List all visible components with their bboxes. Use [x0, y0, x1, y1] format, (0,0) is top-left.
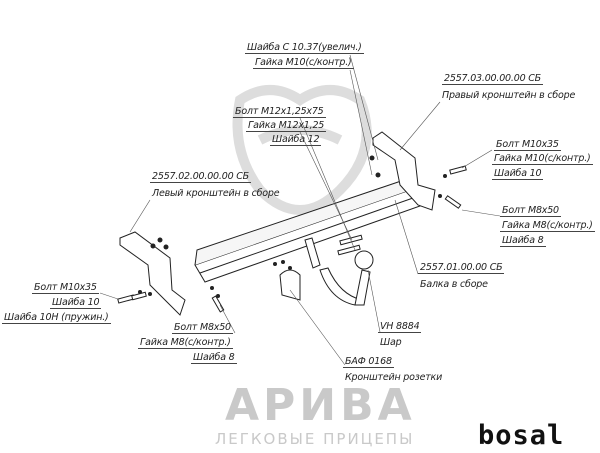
- nuts-and-washers: [138, 155, 447, 298]
- label-socket-code: БАФ 0168: [343, 356, 394, 368]
- watermark-emblem: [232, 85, 372, 215]
- label-nut-m12: Гайка М12х1,25: [246, 120, 327, 132]
- label-nut-m10-right: Гайка М10(с/контр.): [492, 153, 593, 165]
- label-left-bracket-code: 2557.02.00.00.00 СБ: [150, 171, 251, 183]
- label-beam-name: Балка в сборе: [420, 279, 488, 290]
- label-left-bracket-name: Левый кронштейн в сборе: [152, 188, 280, 199]
- label-right-bracket-code: 2557.03.00.00.00 СБ: [442, 73, 543, 85]
- label-bolt-m8-left: Болт М8х50: [172, 322, 233, 334]
- label-washer-10-right: Шайба 10: [492, 168, 544, 180]
- label-nut-m10-top: Гайка М10(с/контр.): [253, 57, 354, 69]
- label-bolt-m12: Болт М12х1,25х75: [233, 106, 326, 118]
- label-bolt-m10-left: Болт М10х35: [32, 282, 99, 294]
- label-socket-name: Кронштейн розетки: [345, 372, 443, 383]
- label-washer-10h-left: Шайба 10Н (пружин.): [2, 312, 111, 324]
- socket-bracket: [279, 269, 301, 301]
- ball-neck: [354, 269, 371, 306]
- label-nut-m8-right: Гайка М8(с/контр.): [500, 220, 595, 232]
- socket-bracket-plate: [304, 237, 321, 269]
- watermark-subtitle: ЛЕГКОВЫЕ ПРИЦЕПЫ: [215, 430, 415, 448]
- label-ball-name: Шар: [380, 337, 402, 348]
- watermark-brand: АРИВА: [225, 380, 416, 431]
- label-right-bracket-name: Правый кронштейн в сборе: [442, 90, 576, 101]
- tow-ball: [354, 250, 374, 270]
- label-nut-m8-left: Гайка М8(с/контр.): [138, 337, 233, 349]
- leader-lines: [99, 54, 501, 366]
- right-bracket: [372, 131, 436, 211]
- label-beam-code: 2557.01.00.00 СБ: [418, 262, 505, 274]
- label-bolt-m8-right: Болт М8х50: [500, 205, 561, 217]
- beam-edge: [199, 197, 414, 274]
- label-washer-10-left: Шайба 10: [50, 297, 102, 309]
- left-bracket: [119, 231, 186, 316]
- label-washer-8-right: Шайба 8: [500, 235, 546, 247]
- beam: [194, 189, 421, 283]
- bosal-logo: bosal: [478, 420, 565, 451]
- label-bolt-m10-right: Болт М10х35: [494, 139, 561, 151]
- label-ball-code: VH 8884: [378, 321, 422, 333]
- label-washer-12: Шайба 12: [270, 134, 322, 146]
- label-washer-8-left: Шайба 8: [191, 352, 237, 364]
- label-washer-c10: Шайба С 10.37(увелич.): [245, 42, 364, 54]
